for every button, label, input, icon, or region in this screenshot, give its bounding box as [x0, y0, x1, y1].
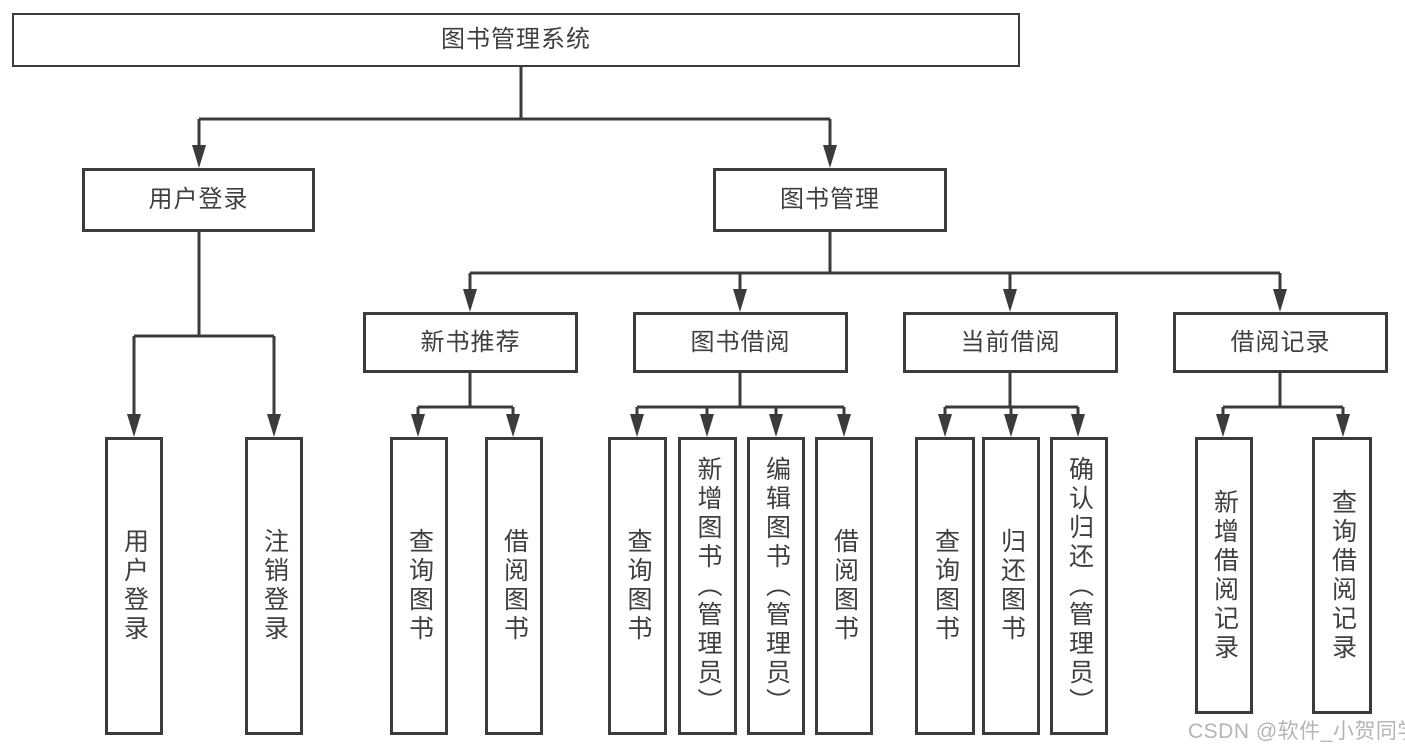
leaf-label: 查询图书: [624, 528, 652, 644]
node-user-login: 用户登录: [82, 168, 315, 232]
node-book-borrow: 图书借阅: [633, 312, 848, 373]
node-book-management: 图书管理: [713, 168, 947, 232]
leaf-label: 借阅图书: [500, 528, 529, 644]
node-library-management-system: 图书管理系统: [12, 13, 1020, 67]
node-label: 图书管理系统: [441, 26, 591, 53]
leaf-query-borrow-record: 查询借阅记录: [1312, 437, 1372, 714]
leaf-borrow-books-recommend: 借阅图书: [485, 437, 543, 735]
leaf-user-login: 用户登录: [105, 437, 163, 735]
node-label: 图书管理: [780, 186, 880, 213]
node-label: 图书借阅: [690, 328, 791, 356]
leaf-query-books-recommend: 查询图书: [390, 437, 448, 735]
leaf-logout: 注销登录: [245, 437, 303, 735]
leaf-label: 归还图书: [997, 528, 1026, 644]
leaf-label: 编辑图书（管理员）: [762, 455, 791, 717]
leaf-borrow-books: 借阅图书: [815, 437, 873, 735]
leaf-add-borrow-record: 新增借阅记录: [1195, 437, 1253, 714]
leaf-label: 查询借阅记录: [1328, 488, 1357, 663]
leaf-query-books-borrow: 查询图书: [608, 437, 667, 735]
node-borrow-records: 借阅记录: [1173, 312, 1388, 373]
csdn-watermark: CSDN @软件_小贺同学: [1188, 720, 1405, 743]
leaf-label: 查询图书: [405, 528, 434, 644]
leaf-return-books: 归还图书: [982, 437, 1040, 735]
leaf-label: 确认归还（管理员）: [1065, 455, 1094, 717]
leaf-add-books-admin: 新增图书（管理员）: [678, 437, 737, 735]
node-label: 借阅记录: [1230, 328, 1331, 356]
leaf-label: 注销登录: [260, 528, 289, 644]
node-label: 新书推荐: [420, 328, 521, 356]
node-label: 用户登录: [148, 186, 249, 213]
node-current-borrow: 当前借阅: [903, 312, 1118, 373]
leaf-label: 查询图书: [931, 528, 960, 644]
leaf-label: 新增图书（管理员）: [694, 455, 722, 717]
node-new-book-recommend: 新书推荐: [363, 312, 578, 373]
leaf-label: 用户登录: [120, 528, 149, 644]
node-label: 当前借阅: [960, 328, 1061, 356]
leaf-query-books-current: 查询图书: [915, 437, 975, 735]
leaf-edit-books-admin: 编辑图书（管理员）: [747, 437, 805, 735]
leaf-confirm-return-admin: 确认归还（管理员）: [1050, 437, 1108, 735]
leaf-label: 新增借阅记录: [1210, 488, 1239, 663]
leaf-label: 借阅图书: [830, 528, 859, 644]
